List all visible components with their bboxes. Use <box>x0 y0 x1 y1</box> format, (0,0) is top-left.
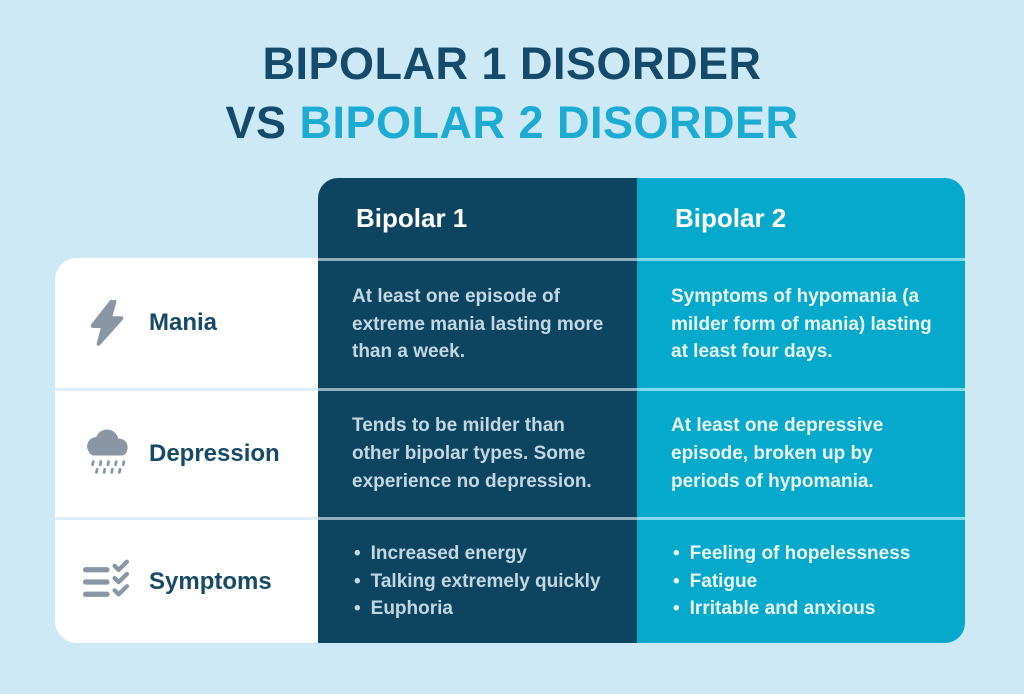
page-title-line2: VS BIPOLAR 2 DISORDER <box>0 93 1024 152</box>
column-header-bipolar1: Bipolar 1 <box>318 178 637 258</box>
title-highlight: BIPOLAR 2 DISORDER <box>299 97 799 148</box>
cell-symptoms-bipolar2: Feeling of hopelessness Fatigue Irritabl… <box>637 517 965 643</box>
page-title-line1: BIPOLAR 1 DISORDER <box>262 38 762 89</box>
cell-depression-bipolar1-text: Tends to be milder than other bipolar ty… <box>352 415 592 492</box>
rain-cloud-icon <box>81 426 133 482</box>
bullet-item: Feeling of hopelessness <box>671 540 939 568</box>
row-label-depression: Depression <box>55 388 318 517</box>
checklist-icon <box>81 559 133 605</box>
row-label-symptoms: Symptoms <box>55 517 318 643</box>
row-label-mania-text: Mania <box>149 309 218 336</box>
page-title: BIPOLAR 1 DISORDER VS BIPOLAR 2 DISORDER <box>0 34 1024 152</box>
header-spacer <box>55 178 318 258</box>
comparison-table: Bipolar 1 Bipolar 2 Mania At least one e… <box>55 178 965 643</box>
cell-depression-bipolar2: At least one depressive episode, broken … <box>637 388 965 517</box>
column-header-bipolar1-label: Bipolar 1 <box>356 202 468 233</box>
cell-mania-bipolar1: At least one episode of extreme mania la… <box>318 258 637 388</box>
cell-depression-bipolar1: Tends to be milder than other bipolar ty… <box>318 388 637 517</box>
column-header-bipolar2: Bipolar 2 <box>637 178 965 258</box>
title-vs-text: VS <box>225 97 300 148</box>
bullet-item: Talking extremely quickly <box>352 568 611 596</box>
bullet-item: Increased energy <box>352 540 611 568</box>
bullet-item: Fatigue <box>671 568 939 596</box>
cell-depression-bipolar2-text: At least one depressive episode, broken … <box>671 415 884 492</box>
column-header-bipolar2-label: Bipolar 2 <box>675 202 787 233</box>
row-label-mania: Mania <box>55 258 318 388</box>
cell-symptoms-bipolar1: Increased energy Talking extremely quick… <box>318 517 637 643</box>
lightning-bolt-icon <box>81 299 133 347</box>
row-label-symptoms-text: Symptoms <box>149 567 272 595</box>
bullet-item: Irritable and anxious <box>671 595 939 623</box>
row-label-depression-text: Depression <box>149 440 280 467</box>
cell-mania-bipolar2: Symptoms of hypomania (a milder form of … <box>637 258 965 388</box>
bullet-item: Euphoria <box>352 595 611 623</box>
cell-mania-bipolar2-text: Symptoms of hypomania (a milder form of … <box>671 285 932 363</box>
cell-mania-bipolar1-text: At least one episode of extreme mania la… <box>352 285 604 363</box>
